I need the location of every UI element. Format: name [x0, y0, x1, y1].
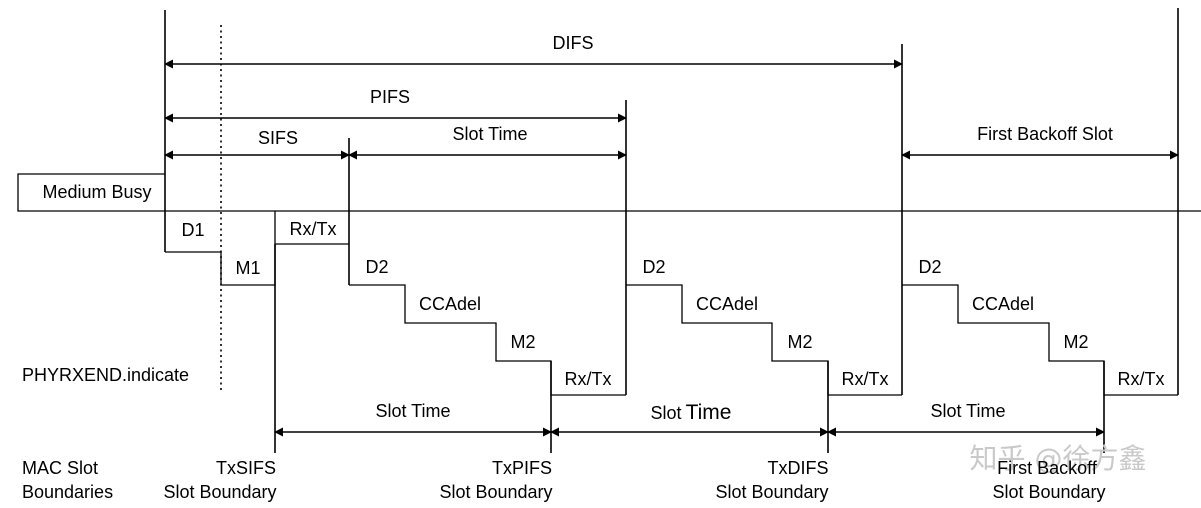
step-ccadel-c: CCAdel [972, 294, 1034, 314]
txpifs-label-2: Slot Boundary [439, 482, 552, 502]
step-d2-c: D2 [918, 257, 941, 277]
slot-time-label-3: Slot Time [930, 401, 1005, 421]
step-d1: D1 [181, 220, 204, 240]
mac-slot-label-1: MAC Slot [22, 458, 98, 478]
slot-time-top-label: Slot Time [452, 124, 527, 144]
txdifs-label-1: TxDIFS [768, 458, 829, 478]
mac-slot-label-2: Boundaries [22, 482, 113, 502]
backoff-label-2: Slot Boundary [992, 482, 1105, 502]
step-ccadel-a: CCAdel [419, 294, 481, 314]
step-rxtx-1: Rx/Tx [290, 219, 337, 239]
step-rxtx-a: Rx/Tx [565, 369, 612, 389]
watermark: 知乎 @徐方鑫 [970, 442, 1147, 475]
step-rxtx-b: Rx/Tx [842, 369, 889, 389]
slot-time-label-1: Slot Time [375, 401, 450, 421]
step-m2-a: M2 [510, 332, 535, 352]
first-backoff-slot-label: First Backoff Slot [977, 124, 1113, 144]
txdifs-label-2: Slot Boundary [715, 482, 828, 502]
step-d2-a: D2 [365, 257, 388, 277]
txpifs-label-1: TxPIFS [492, 458, 552, 478]
step-m2-c: M2 [1063, 332, 1088, 352]
step-m1: M1 [235, 258, 260, 278]
difs-label: DIFS [552, 33, 593, 53]
medium-busy-box [17, 173, 165, 212]
pifs-label: PIFS [370, 87, 410, 107]
txsifs-label-2: Slot Boundary [163, 482, 276, 502]
step-ccadel-b: CCAdel [696, 294, 758, 314]
sifs-label: SIFS [258, 128, 298, 148]
step-rxtx-c: Rx/Tx [1118, 369, 1165, 389]
step-m2-b: M2 [787, 332, 812, 352]
medium-busy-label: Medium Busy [42, 182, 151, 202]
txsifs-label-1: TxSIFS [216, 458, 276, 478]
phyrxend-label: PHYRXEND.indicate [22, 365, 189, 385]
backoff-label-1: First Backoff [997, 458, 1098, 478]
step-d2-b: D2 [642, 257, 665, 277]
